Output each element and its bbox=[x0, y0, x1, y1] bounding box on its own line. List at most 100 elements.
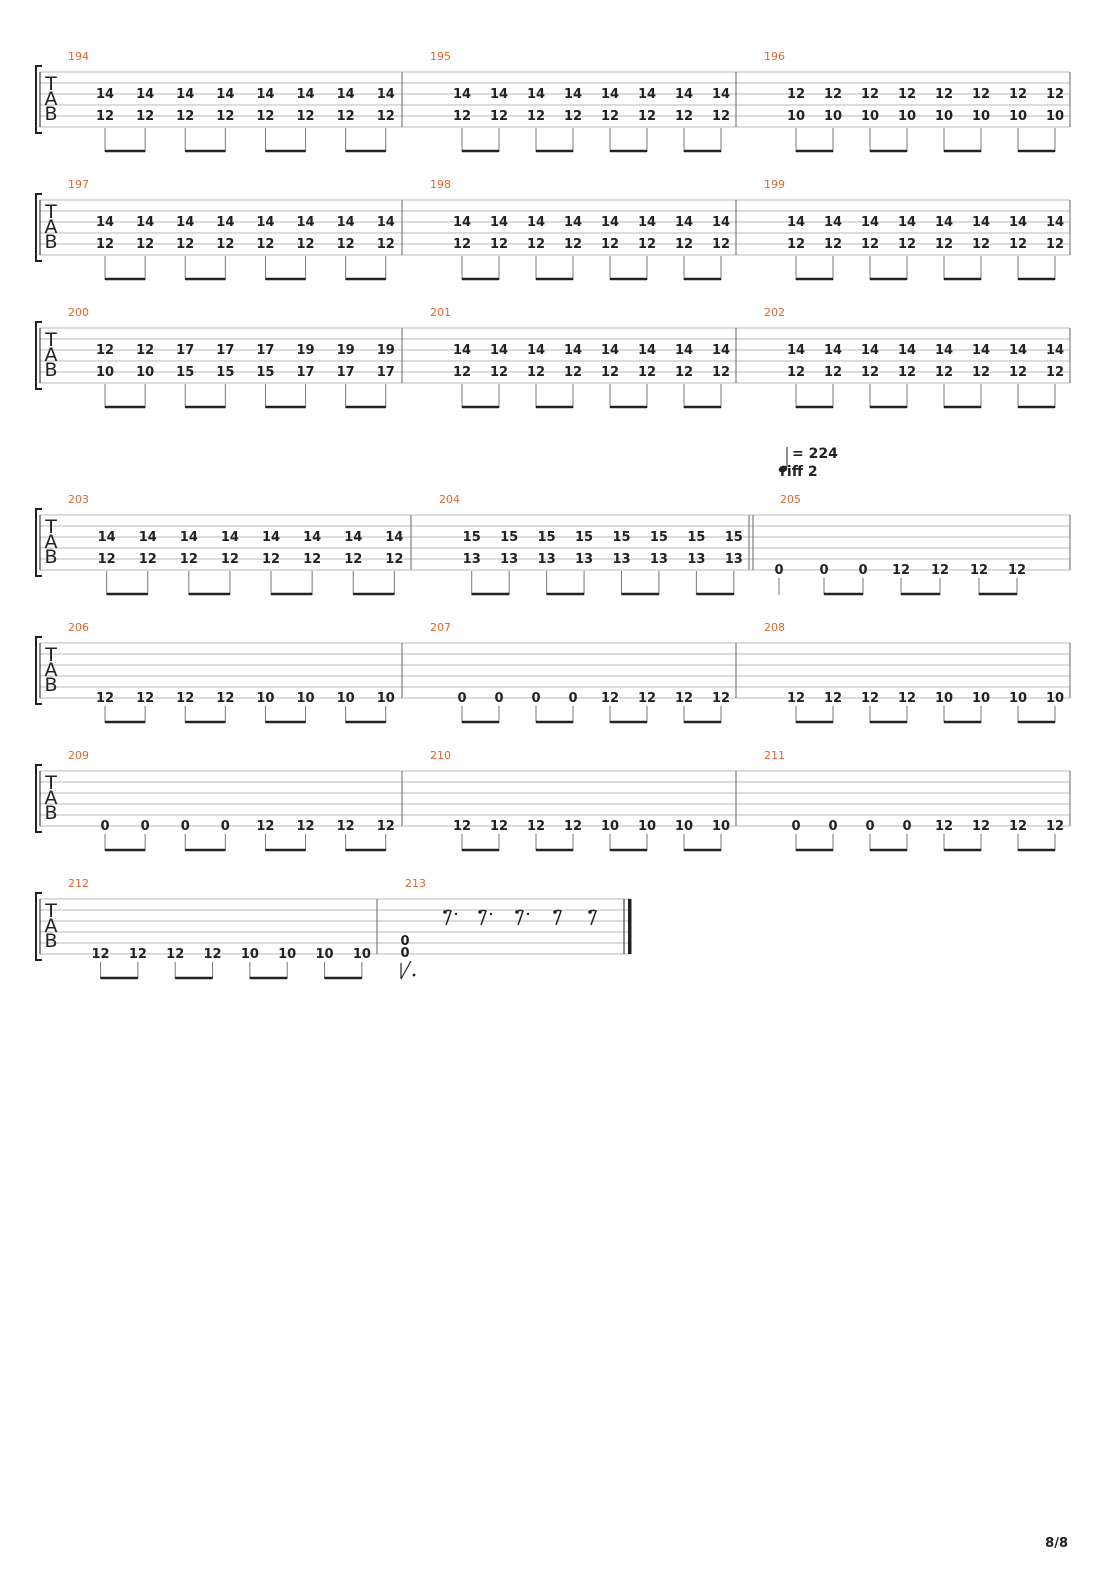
fret-number: 14 bbox=[527, 215, 545, 230]
fret-number: 12 bbox=[296, 819, 314, 834]
fret-number: 10 bbox=[861, 109, 879, 124]
fret-number: 17 bbox=[256, 343, 274, 358]
fret-number: 12 bbox=[136, 109, 154, 124]
fret-number: 14 bbox=[861, 215, 879, 230]
fret-number: 10 bbox=[1009, 691, 1027, 706]
fret-number: 14 bbox=[527, 343, 545, 358]
fret-number: 0 bbox=[531, 691, 540, 706]
fret-number: 10 bbox=[353, 947, 371, 962]
fret-number: 17 bbox=[176, 343, 194, 358]
fret-number: 13 bbox=[650, 552, 668, 567]
tab-clef-letter: T bbox=[44, 772, 57, 794]
fret-number: 12 bbox=[564, 819, 582, 834]
fret-number: 14 bbox=[787, 215, 805, 230]
fret-number: 14 bbox=[385, 530, 403, 545]
system-bracket bbox=[35, 892, 42, 961]
fret-number: 14 bbox=[1046, 215, 1064, 230]
fret-number: 10 bbox=[601, 819, 619, 834]
fret-number: 14 bbox=[98, 530, 116, 545]
measure-number: 210 bbox=[430, 749, 451, 762]
fret-number: 10 bbox=[256, 691, 274, 706]
fret-number: 14 bbox=[296, 215, 314, 230]
fret-number: 17 bbox=[377, 365, 395, 380]
measure-number: 203 bbox=[68, 493, 89, 506]
fret-number: 12 bbox=[527, 365, 545, 380]
fret-number: 14 bbox=[712, 87, 730, 102]
fret-number: 14 bbox=[344, 530, 362, 545]
fret-number: 12 bbox=[892, 563, 910, 578]
fret-number: 12 bbox=[1009, 819, 1027, 834]
system-bracket bbox=[35, 65, 42, 134]
fret-number: 12 bbox=[216, 691, 234, 706]
measure-number: 206 bbox=[68, 621, 89, 634]
fret-number: 10 bbox=[787, 109, 805, 124]
eighth-rest-head bbox=[443, 910, 447, 914]
fret-number: 14 bbox=[96, 87, 114, 102]
fret-number: 12 bbox=[787, 87, 805, 102]
fret-number: 12 bbox=[824, 691, 842, 706]
measure-number: 198 bbox=[430, 178, 451, 191]
fret-number: 12 bbox=[256, 237, 274, 252]
fret-number: 14 bbox=[601, 215, 619, 230]
fret-number: 12 bbox=[1009, 237, 1027, 252]
measure-number: 213 bbox=[405, 877, 426, 890]
fret-number: 15 bbox=[500, 530, 518, 545]
fret-number: 12 bbox=[262, 552, 280, 567]
fret-number: 14 bbox=[256, 87, 274, 102]
fret-number: 12 bbox=[935, 365, 953, 380]
fret-number: 14 bbox=[262, 530, 280, 545]
measure-number: 208 bbox=[764, 621, 785, 634]
fret-number: 14 bbox=[638, 87, 656, 102]
measure-number: 205 bbox=[780, 493, 801, 506]
measure-number: 199 bbox=[764, 178, 785, 191]
fret-number: 0 bbox=[819, 563, 828, 578]
fret-number: 14 bbox=[303, 530, 321, 545]
fret-number: 12 bbox=[1046, 237, 1064, 252]
fret-number: 14 bbox=[564, 87, 582, 102]
fret-number: 14 bbox=[337, 215, 355, 230]
eighth-rest-head bbox=[553, 910, 557, 914]
fret-number: 14 bbox=[139, 530, 157, 545]
fret-number: 12 bbox=[787, 237, 805, 252]
fret-number: 12 bbox=[180, 552, 198, 567]
fret-number: 14 bbox=[216, 215, 234, 230]
tab-clef-letter: A bbox=[45, 659, 58, 681]
fret-number: 12 bbox=[136, 237, 154, 252]
eighth-rest-head bbox=[588, 910, 592, 914]
fret-number: 12 bbox=[638, 365, 656, 380]
fret-number: 14 bbox=[675, 87, 693, 102]
fret-number: 10 bbox=[296, 691, 314, 706]
fret-number: 14 bbox=[861, 343, 879, 358]
fret-number: 12 bbox=[712, 365, 730, 380]
fret-number: 10 bbox=[377, 691, 395, 706]
fret-number: 14 bbox=[972, 215, 990, 230]
fret-number: 12 bbox=[256, 109, 274, 124]
fret-number: 10 bbox=[935, 691, 953, 706]
fret-number: 12 bbox=[136, 691, 154, 706]
fret-number: 0 bbox=[791, 819, 800, 834]
fret-number: 12 bbox=[337, 819, 355, 834]
fret-number: 14 bbox=[972, 343, 990, 358]
fret-number: 14 bbox=[638, 343, 656, 358]
fret-number: 17 bbox=[296, 365, 314, 380]
fret-number: 14 bbox=[898, 343, 916, 358]
fret-number: 17 bbox=[337, 365, 355, 380]
fret-number: 12 bbox=[453, 237, 471, 252]
fret-number: 12 bbox=[861, 365, 879, 380]
fret-number: 12 bbox=[675, 365, 693, 380]
tab-clef-letter: B bbox=[44, 674, 57, 696]
fret-number: 14 bbox=[176, 215, 194, 230]
fret-number: 12 bbox=[638, 237, 656, 252]
fret-number: 12 bbox=[564, 365, 582, 380]
tab-clef-letter: T bbox=[44, 201, 57, 223]
tab-clef-letter: B bbox=[44, 930, 57, 952]
fret-number: 14 bbox=[180, 530, 198, 545]
fret-number: 13 bbox=[612, 552, 630, 567]
fret-number: 15 bbox=[612, 530, 630, 545]
